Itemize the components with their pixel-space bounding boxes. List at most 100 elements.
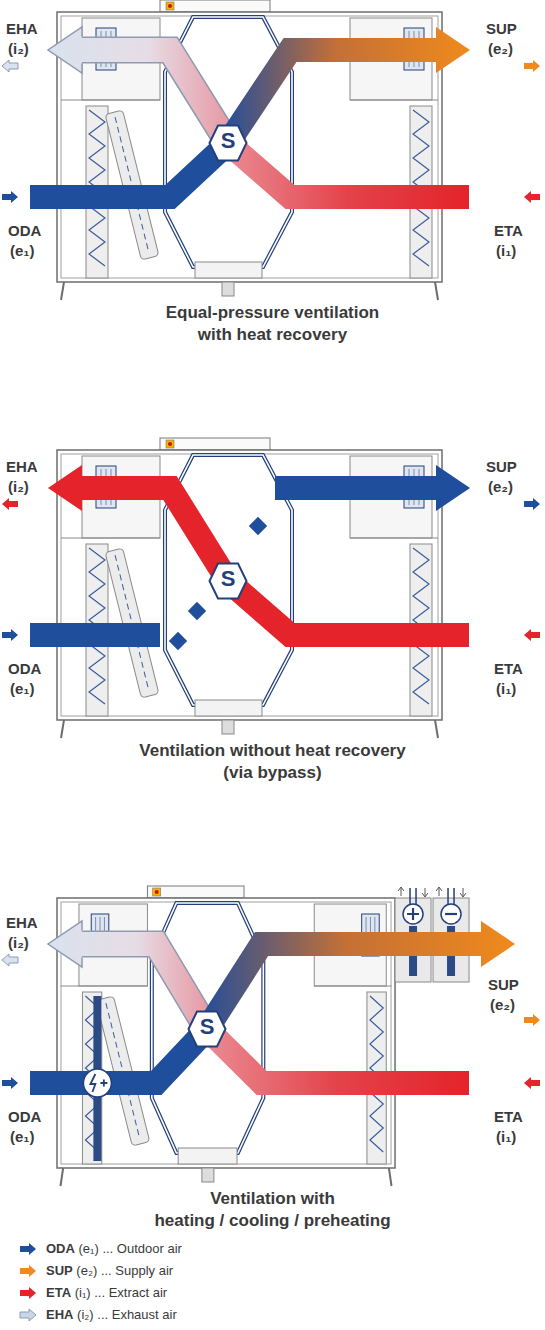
cooling-coil-symbol	[441, 904, 461, 924]
legend-arrow	[20, 1243, 36, 1255]
legend-swatch	[18, 1242, 38, 1256]
legend-row: SUP (e₂) ... Supply air	[18, 1262, 173, 1280]
arrow-body	[30, 623, 160, 647]
port-label: EHA	[6, 458, 38, 476]
arrow-body	[30, 143, 228, 197]
small-flow-arrow	[2, 191, 18, 203]
legend-arrow	[20, 1287, 36, 1299]
small-flow-arrow	[524, 1077, 540, 1089]
small-flow-arrow	[2, 1077, 18, 1089]
air-arrow	[228, 27, 470, 143]
control-box	[160, 438, 270, 450]
port-label: ETA	[494, 660, 523, 678]
arrow-head-outline	[48, 27, 82, 73]
port-label: (i₂)	[8, 478, 29, 496]
port-label: (i₂)	[8, 934, 29, 952]
arrow-body	[207, 1029, 469, 1083]
coil-pipes	[448, 888, 454, 904]
arrow-outline	[80, 50, 228, 143]
air-arrow	[275, 465, 470, 511]
air-arrow	[30, 635, 160, 636]
main-switch-dot	[155, 890, 159, 894]
arrow-body	[80, 944, 207, 1029]
legend-arrow	[20, 1265, 36, 1277]
small-flow-arrow	[2, 60, 18, 72]
housing-feet	[61, 1168, 392, 1186]
port-label: EHA	[6, 914, 38, 932]
port-label: (i₂)	[8, 40, 29, 58]
minus-sign	[445, 913, 457, 915]
air-arrow	[48, 27, 228, 143]
bypass-flap	[169, 632, 187, 650]
small-flow-arrow	[524, 498, 540, 510]
legend-text: ETA (i₁) ... Extract air	[46, 1284, 167, 1302]
small-flow-arrow	[2, 954, 18, 966]
port-label: ODA	[8, 1108, 41, 1126]
legend-text: SUP (e₂) ... Supply air	[46, 1262, 173, 1280]
legend-arrow	[20, 1309, 36, 1321]
port-label: ETA	[494, 222, 523, 240]
arrow-head-outline	[48, 921, 82, 967]
drain-pan	[178, 1148, 237, 1164]
caption: Ventilation with heating / cooling / pre…	[0, 1188, 545, 1232]
small-flow-arrow	[524, 629, 540, 641]
arrow-head	[436, 27, 470, 73]
node-text: S	[187, 1010, 227, 1044]
port-label: ODA	[8, 660, 41, 678]
air-arrow	[48, 921, 207, 1029]
condensate-outlet	[222, 720, 234, 734]
bypass-flap	[188, 602, 206, 620]
port-label: (e₂)	[490, 996, 515, 1014]
condensate-outlet	[222, 282, 234, 296]
arrow-body	[80, 50, 228, 143]
bypass-flap	[249, 517, 267, 535]
lightning-sign	[90, 1074, 95, 1092]
caption: Ventilation without heat recovery (via b…	[0, 740, 545, 784]
flow-up	[436, 887, 442, 896]
housing-feet	[61, 282, 438, 300]
port-label: (i₁)	[496, 242, 516, 260]
main-switch	[166, 2, 174, 10]
exchanger-hexagon: S	[208, 124, 248, 162]
small-flow-arrow	[524, 60, 540, 72]
port-label: EHA	[6, 20, 38, 38]
legend-text: EHA (i₂) ... Exhaust air	[46, 1306, 177, 1324]
arrow-body	[228, 143, 469, 197]
main-switch	[166, 440, 174, 448]
port-label: (e₁)	[10, 1128, 35, 1146]
legend-swatch	[18, 1264, 38, 1278]
small-flow-arrow	[524, 191, 540, 203]
node-text: S	[208, 562, 248, 596]
arrow-head	[481, 921, 515, 967]
arrow-body	[30, 1029, 207, 1083]
arrow-head	[48, 465, 82, 511]
arrow-outline	[80, 944, 207, 1029]
air-arrow	[30, 1029, 207, 1083]
legend-swatch	[18, 1286, 38, 1300]
ventilation-unit	[2, 886, 540, 1186]
port-label: SUP	[488, 976, 519, 994]
ventilation-unit	[2, 0, 540, 300]
arrow-body	[228, 50, 438, 143]
port-label: (e₁)	[10, 680, 35, 698]
port-label: (e₂)	[488, 478, 513, 496]
heating-coil-symbol	[403, 904, 423, 924]
main-switch-dot	[168, 442, 172, 446]
small-flow-arrow	[2, 498, 18, 510]
legend-text: ODA (e₁) ... Outdoor air	[46, 1240, 182, 1258]
air-arrow	[207, 921, 515, 1029]
flow-down	[422, 888, 428, 897]
air-arrow	[207, 1029, 469, 1083]
flow-down	[460, 888, 466, 897]
port-label: SUP	[486, 20, 517, 38]
port-label: (e₂)	[488, 40, 513, 58]
drain-pan	[195, 700, 262, 716]
small-flow-arrow	[2, 629, 18, 641]
arrow-head	[48, 27, 82, 73]
flow-up	[398, 887, 404, 896]
housing-feet	[61, 720, 438, 738]
legend-swatch	[18, 1308, 38, 1322]
